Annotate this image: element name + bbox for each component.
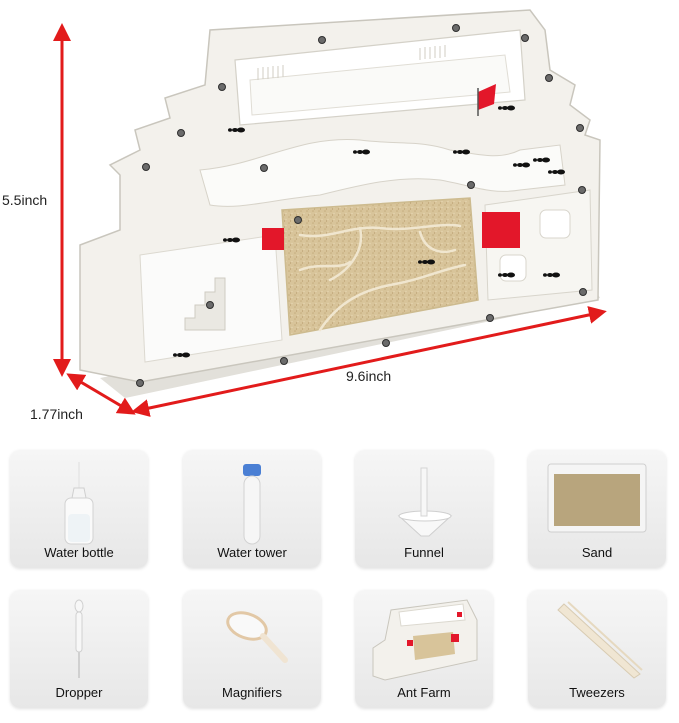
ant-farm-icon [372,599,478,681]
accessory-card-ant-farm: Ant Farm [355,590,493,708]
accessory-label: Water bottle [44,545,114,560]
funnel-icon [397,467,453,537]
red-door-right [482,212,520,248]
accessory-card-magnifiers: Magnifiers [183,590,321,708]
accessory-card-water-bottle: Water bottle [10,450,148,568]
height-label: 5.5inch [2,192,48,208]
accessory-card-funnel: Funnel [355,450,493,568]
accessory-label: Sand [581,545,613,560]
accessory-label: Ant Farm [397,685,451,700]
accessories-grid: Water bottle Water tower Funnel Sand [0,440,679,723]
ant-farm-illustration [53,9,607,417]
length-arrow [131,306,607,417]
product-hero: 5.5inch 9.6inch 1.77inch [2,9,607,422]
magnifier-icon [226,611,288,663]
water-tower-icon [243,464,261,545]
water-bottle-icon [64,462,94,545]
sand-chamber [281,197,479,336]
depth-arrow [66,373,136,415]
accessory-card-dropper: Dropper [10,590,148,708]
length-label: 9.6inch [346,368,392,384]
accessory-card-tweezers: Tweezers [528,590,666,708]
sand-bag-icon [547,463,647,533]
accessory-label: Water tower [217,545,287,560]
accessory-label: Magnifiers [222,685,282,700]
accessory-card-water-tower: Water tower [183,450,321,568]
accessory-card-sand: Sand [528,450,666,568]
accessory-label: Funnel [404,545,444,560]
accessory-label: Tweezers [569,685,625,700]
tweezers-icon [557,601,643,679]
accessory-label: Dropper [55,685,103,700]
dropper-icon [74,599,84,678]
red-flag [478,84,496,110]
red-door-left [262,228,284,250]
depth-label: 1.77inch [30,406,83,422]
